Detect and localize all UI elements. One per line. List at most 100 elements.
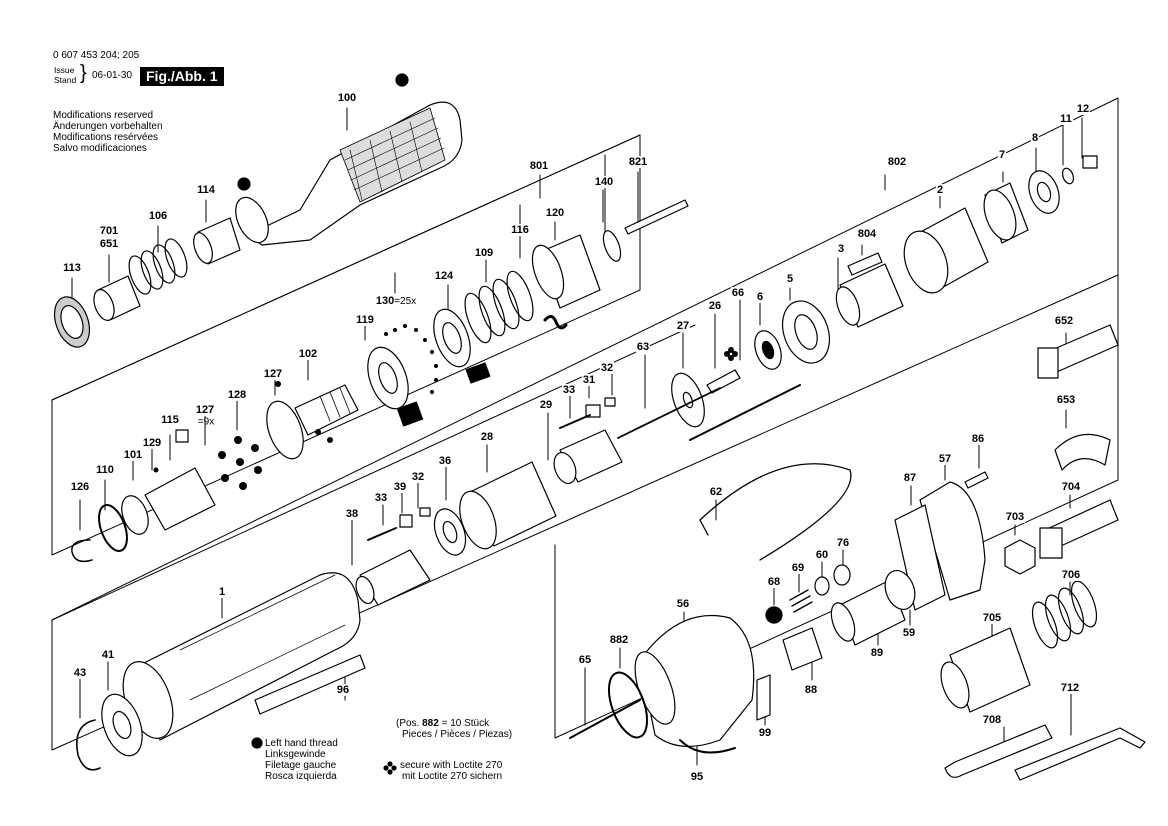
- part-110-ring: [98, 504, 128, 552]
- part-76-60-69-spring-set: [789, 564, 851, 613]
- label-102: 102: [297, 348, 319, 360]
- pieces-note-line-2: Pieces / Pièces / Piezas): [402, 729, 513, 740]
- label-69: 69: [790, 562, 806, 574]
- part-68-ball: [765, 606, 783, 624]
- label-130: 130=25x: [374, 295, 418, 307]
- label-28: 28: [479, 431, 495, 443]
- part-12-screw: [1082, 155, 1098, 169]
- label-652: 652: [1053, 315, 1075, 327]
- label-76: 76: [835, 537, 851, 549]
- part-102-spindle: [266, 384, 359, 460]
- label-29: 29: [538, 399, 554, 411]
- part-95-cap: [679, 739, 736, 754]
- pieces-note-pre: (Pos.: [396, 718, 420, 729]
- label-89: 89: [869, 647, 885, 659]
- part-126-clip: [71, 539, 93, 563]
- issue-label: Issue: [54, 65, 75, 75]
- label-127b: 127: [194, 404, 216, 416]
- part-32-31-33-pins: [559, 397, 616, 429]
- part-703-nut: [1004, 539, 1036, 575]
- label-109: 109: [473, 247, 495, 259]
- label-712: 712: [1059, 682, 1081, 694]
- label-56: 56: [675, 598, 691, 610]
- part-8-bearing: [1028, 170, 1060, 214]
- part-38-carrier: [355, 549, 431, 606]
- pieces-note-number: 882: [422, 718, 439, 729]
- label-59: 59: [901, 627, 917, 639]
- part-1-housing: [122, 572, 361, 741]
- part-114-sleeve: [193, 217, 241, 265]
- label-8: 8: [1030, 132, 1040, 144]
- label-32b: 32: [410, 471, 426, 483]
- label-124: 124: [433, 270, 455, 282]
- label-126: 126: [69, 481, 91, 493]
- part-57-flange: [919, 481, 986, 601]
- label-43: 43: [72, 667, 88, 679]
- part-124-ring: [433, 308, 491, 384]
- part-712-hex-key: [1014, 727, 1146, 781]
- part-28-ring-gear: [459, 461, 557, 550]
- label-87: 87: [902, 472, 918, 484]
- notice-line: Salvo modificaciones: [53, 143, 147, 154]
- part-65-pin: [569, 699, 641, 739]
- part-29-planet-carrier: [553, 429, 623, 485]
- part-701-sleeve: [93, 275, 141, 321]
- label-63: 63: [635, 341, 651, 353]
- issue-brace: }: [80, 62, 87, 84]
- label-99: 99: [757, 727, 773, 739]
- part-3-rotor: [835, 263, 904, 328]
- label-114: 114: [196, 184, 216, 196]
- label-2: 2: [935, 184, 945, 196]
- part-140-ring: [602, 230, 622, 262]
- label-113: 113: [62, 262, 82, 274]
- part-120-cage: [531, 234, 601, 330]
- loctite-symbol-marker: [724, 347, 738, 361]
- part-704-fitting: [1039, 499, 1119, 559]
- label-802: 802: [886, 156, 908, 168]
- label-704: 704: [1060, 481, 1082, 493]
- part-804-vane: [847, 252, 883, 276]
- part-41-bearing: [101, 693, 143, 757]
- label-705: 705: [981, 612, 1003, 624]
- part-113-knurled-nut: [53, 296, 91, 348]
- part-706-spring: [1031, 580, 1098, 649]
- part-36-bearing: [433, 508, 467, 556]
- legend-line: Filetage gauche: [265, 760, 337, 771]
- label-1: 1: [217, 586, 227, 598]
- legend-line: Linksgewinde: [265, 749, 326, 760]
- label-100: 100: [336, 92, 358, 104]
- part-2-cylinder: [903, 207, 989, 294]
- part-59-89-sleeve: [830, 570, 916, 646]
- part-109-spring: [464, 270, 534, 344]
- label-88: 88: [803, 684, 819, 696]
- label-41: 41: [100, 649, 116, 661]
- part-27-disc: [671, 372, 705, 428]
- label-33a: 33: [561, 384, 577, 396]
- label-7: 7: [997, 149, 1007, 161]
- label-701: 701: [98, 225, 120, 237]
- issue-date: 06-01-30: [92, 70, 133, 81]
- label-96: 96: [335, 684, 351, 696]
- part-653-cover: [1054, 433, 1111, 471]
- label-703: 703: [1004, 511, 1026, 523]
- label-62: 62: [708, 486, 724, 498]
- label-120: 120: [544, 207, 566, 219]
- label-33b: 33: [373, 492, 389, 504]
- label-821: 821: [627, 156, 649, 168]
- legend-line: Rosca izquierda: [265, 771, 337, 782]
- part-128-balls: [153, 381, 333, 490]
- doc-number: 0 607 453 204; 205: [53, 50, 140, 61]
- label-804: 804: [856, 228, 878, 240]
- label-60: 60: [814, 549, 830, 561]
- part-88-block: [782, 627, 823, 671]
- part-39-32-33-pins: [367, 507, 431, 541]
- label-5: 5: [785, 273, 795, 285]
- label-36: 36: [437, 455, 453, 467]
- part-821-pin: [624, 199, 689, 235]
- part-882-ring: [607, 671, 649, 739]
- legend-line: mit Loctite 270 sichern: [402, 771, 503, 782]
- part-708-wrench: [944, 724, 1053, 778]
- loctite-legend-symbol: [383, 761, 397, 775]
- pieces-note-line-1: (Pos. 882 = 10 Stück: [396, 718, 489, 729]
